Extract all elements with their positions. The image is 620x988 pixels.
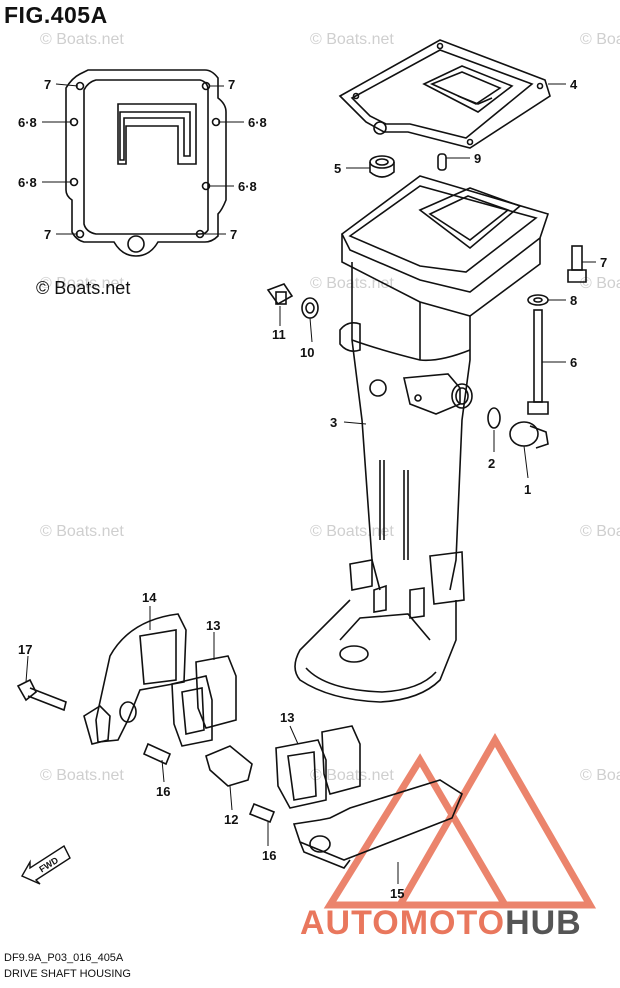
washer-8 [527, 294, 549, 306]
stopper-12 [205, 745, 253, 787]
callout-7: 7 [230, 227, 237, 242]
callout-13: 13 [206, 618, 220, 633]
mount-13-upper [171, 655, 237, 747]
bolt-6 [527, 309, 549, 415]
leader-lines [25, 83, 596, 884]
watermark: © Boats.net [580, 523, 620, 540]
watermark: © Boats.net [40, 523, 124, 540]
callout-11: 11 [272, 327, 286, 342]
callout-12: 12 [224, 812, 238, 827]
callout-10: 10 [300, 345, 314, 360]
callout-6-8: 6·8 [248, 115, 267, 130]
callouts: 7 7 6·8 6·8 6·8 6·8 7 7 4 5 9 7 8 6 2 1 … [18, 77, 607, 901]
callout-14: 14 [142, 590, 157, 605]
pin-16-right [248, 802, 276, 824]
brand-part-2: HUB [505, 904, 582, 942]
watermark: © Boats.net [580, 31, 620, 48]
callout-7: 7 [600, 255, 607, 270]
callout-16: 16 [156, 784, 170, 799]
callout-2: 2 [488, 456, 495, 471]
figure-code: DF9.9A_P03_016_405A [4, 952, 124, 964]
callout-9: 9 [474, 151, 481, 166]
watermark: © Boats.net [580, 767, 620, 784]
callout-7: 7 [44, 227, 51, 242]
callout-6-8: 6·8 [18, 175, 37, 190]
plug-11 [266, 283, 294, 306]
mount-13-lower [275, 725, 361, 809]
brand-part-1: AUTOMOTO [300, 904, 506, 942]
copyright-notice: © Boats.net [36, 278, 131, 298]
watermark: © Boats.net [40, 275, 124, 292]
bracket-14 [83, 613, 187, 745]
drive-shaft-housing-3 [294, 175, 550, 703]
bracket-15 [292, 779, 463, 869]
callout-8: 8 [570, 293, 577, 308]
watermark: © Boats.net [580, 275, 620, 292]
bolt-7 [567, 245, 587, 283]
figure-title: FIG.405A [4, 2, 108, 28]
pin-16-left [142, 742, 172, 766]
callout-6-8: 6·8 [18, 115, 37, 130]
watermark: © Boats.net [40, 767, 124, 784]
washer-10 [301, 297, 319, 319]
callout-15: 15 [390, 886, 404, 901]
seal-5 [369, 155, 395, 178]
fwd-arrow-icon: FWD [21, 844, 71, 885]
callout-6-8: 6·8 [238, 179, 257, 194]
callout-4: 4 [570, 77, 578, 92]
bolt-17 [16, 678, 67, 712]
watermark: © Boats.net [310, 767, 394, 784]
callout-6: 6 [570, 355, 577, 370]
callout-16: 16 [262, 848, 276, 863]
gasket-4 [338, 39, 551, 149]
brand-logo-mark [323, 732, 597, 909]
watermark: © Boats.net [40, 31, 124, 48]
pin-9 [437, 153, 447, 171]
callout-17: 17 [18, 642, 32, 657]
figure-name: DRIVE SHAFT HOUSING [4, 968, 131, 980]
brand-logo: AUTOMOTOHUB [300, 904, 582, 943]
callout-7: 7 [228, 77, 235, 92]
callout-13: 13 [280, 710, 294, 725]
watermark: © Boats.net [310, 31, 394, 48]
callout-1: 1 [524, 482, 531, 497]
callout-5: 5 [334, 161, 341, 176]
callout-3: 3 [330, 415, 337, 430]
callout-7: 7 [44, 77, 51, 92]
gasket-flat-view [65, 69, 227, 257]
plug-1 [509, 421, 549, 449]
gasket-2 [487, 407, 501, 429]
watermark-layer: © Boats.net © Boats.net © Boats.net © Bo… [40, 31, 620, 784]
watermark: © Boats.net [310, 523, 394, 540]
